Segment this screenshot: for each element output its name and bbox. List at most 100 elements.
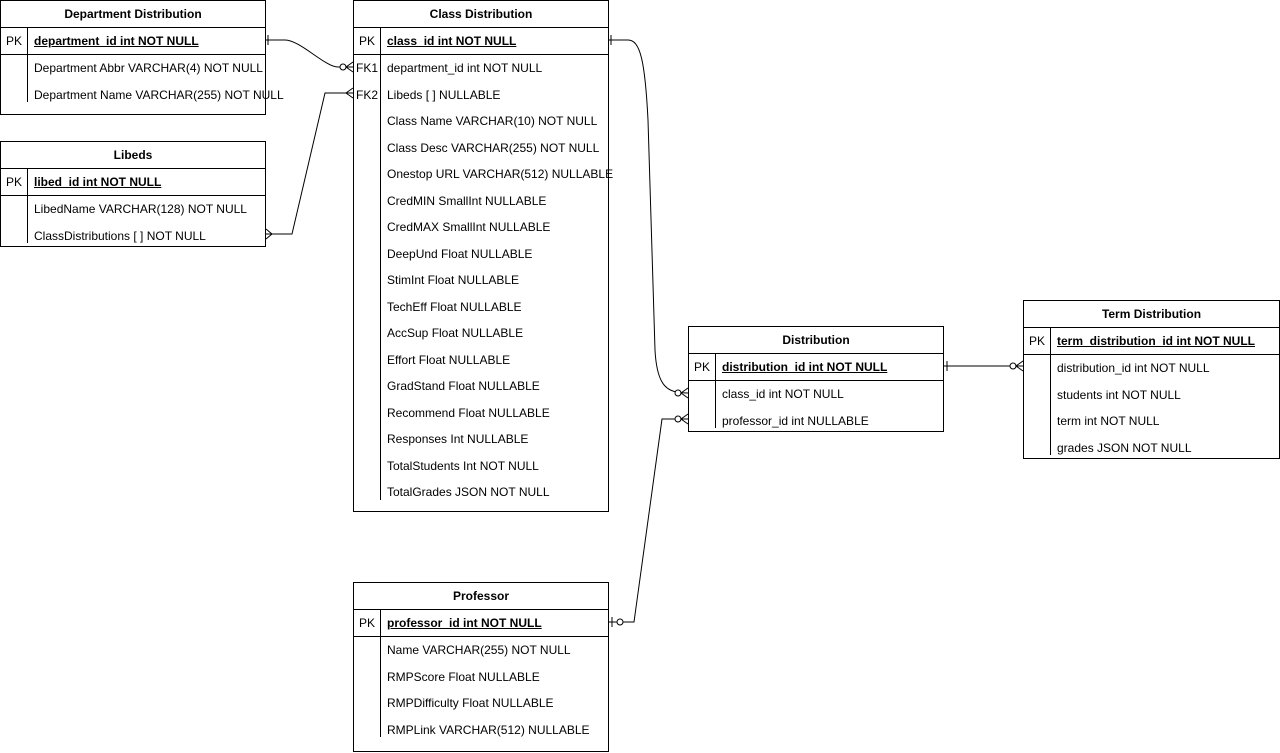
entity-distribution[interactable]: Distribution PK distribution_id int NOT … <box>688 326 944 432</box>
field-text: distribution_id int NOT NULL <box>1057 361 1210 375</box>
fk-label: FK2 <box>355 87 378 102</box>
fk-label: FK1 <box>355 61 378 75</box>
field-row[interactable]: RMPDifficulty Float NULLABLE <box>354 690 608 717</box>
field-text: LibedName VARCHAR(128) NOT NULL <box>34 202 247 216</box>
crow-foot-icon <box>345 61 354 73</box>
crow-foot-icon <box>680 413 689 425</box>
field-text: class_id int NOT NULL <box>722 387 844 401</box>
field-list: FK1 department_id int NOT NULL FK2 Libeds [… <box>354 55 613 506</box>
pk-field: department_id int NOT NULL <box>34 34 199 48</box>
field-row[interactable]: Department Abbr VARCHAR(4) NOT NULL <box>1 55 265 82</box>
crow-foot-icon <box>265 228 273 240</box>
field-text: RMPLink VARCHAR(512) NULLABLE <box>387 722 590 737</box>
crow-foot-icon <box>345 87 354 99</box>
field-text: Class Name VARCHAR(10) NOT NULL <box>387 114 598 128</box>
field-text: StimInt Float NULLABLE <box>387 273 520 287</box>
entity-term-distribution[interactable]: Term Distribution PK term_distribution_i… <box>1023 300 1280 459</box>
entity-professor[interactable]: Professor PK professor_id int NOT NULL N… <box>353 582 609 752</box>
field-row[interactable]: Recommend Float NULLABLE <box>354 400 608 427</box>
field-row[interactable]: TotalStudents Int NOT NULL <box>354 453 608 480</box>
field-text: CredMIN SmallInt NULLABLE <box>387 193 547 208</box>
crow-foot-icon <box>1015 360 1024 372</box>
field-text: Recommend Float NULLABLE <box>387 405 550 420</box>
field-row[interactable]: AccSup Float NULLABLE <box>354 320 608 347</box>
primary-key-row[interactable]: PK libed_id int NOT NULL <box>1 169 265 196</box>
field-text: RMPScore Float NULLABLE <box>387 669 540 684</box>
pk-field: distribution_id int NOT NULL <box>722 360 888 374</box>
field-text: department_id int NOT NULL <box>387 61 543 75</box>
field-row[interactable]: Class Name VARCHAR(10) NOT NULL <box>354 108 608 135</box>
pk-field: class_id int NOT NULL <box>387 34 517 48</box>
field-text: Libeds [ ] NULLABLE <box>387 87 501 102</box>
pk-label: PK <box>693 360 710 374</box>
entity-title: Department Distribution <box>1 1 265 28</box>
field-row[interactable]: CredMIN SmallInt NULLABLE <box>354 188 608 215</box>
field-text: Effort Float NULLABLE <box>387 352 511 367</box>
rel-professor-distribution[interactable] <box>609 418 688 623</box>
pk-field: professor_id int NOT NULL <box>387 616 542 630</box>
field-row[interactable]: RMPLink VARCHAR(512) NULLABLE <box>354 717 608 744</box>
pk-label: PK <box>358 34 375 48</box>
field-text: grades JSON NOT NULL <box>1057 440 1192 455</box>
field-row[interactable]: ClassDistributions [ ] NOT NULL <box>1 223 265 250</box>
entity-class-distribution[interactable]: Class Distribution PK class_id int NOT N… <box>353 0 613 512</box>
field-row[interactable]: FK1 department_id int NOT NULL <box>354 55 608 82</box>
field-list: LibedName VARCHAR(128) NOT NULL ClassDist… <box>1 196 265 249</box>
field-text: GradStand Float NULLABLE <box>387 379 540 393</box>
entity-title: Term Distribution <box>1024 301 1279 328</box>
field-list: class_id int NOT NULL professor_id int NU… <box>689 381 943 434</box>
entity-title: Distribution <box>689 327 943 354</box>
field-text: TotalStudents Int NOT NULL <box>387 458 539 473</box>
rel-libeds-class[interactable] <box>266 92 353 235</box>
entity-title: Class Distribution <box>354 1 608 28</box>
field-row[interactable]: class_id int NOT NULL <box>689 381 943 408</box>
field-text: Class Desc VARCHAR(255) NOT NULL <box>387 140 600 155</box>
field-row[interactable]: TotalGrades JSON NOT NULL <box>354 479 608 506</box>
field-row[interactable]: professor_id int NULLABLE <box>689 408 943 435</box>
field-row[interactable]: Effort Float NULLABLE <box>354 347 608 374</box>
field-text: RMPDifficulty Float NULLABLE <box>387 696 554 710</box>
entity-title: Professor <box>354 583 608 610</box>
field-text: ClassDistributions [ ] NOT NULL <box>34 228 206 243</box>
entity-title: Libeds <box>1 142 265 169</box>
field-row[interactable]: FK2 Libeds [ ] NULLABLE <box>354 82 608 109</box>
rel-department-class[interactable] <box>266 39 353 68</box>
field-row[interactable]: Responses Int NULLABLE <box>354 426 608 453</box>
zero-marker-icon <box>616 618 624 626</box>
rel-class-distribution[interactable] <box>609 39 689 394</box>
field-row[interactable]: grades JSON NOT NULL <box>1024 435 1279 462</box>
primary-key-row[interactable]: PK professor_id int NOT NULL <box>354 610 608 637</box>
field-row[interactable]: GradStand Float NULLABLE <box>354 373 608 400</box>
entity-libeds[interactable]: Libeds PK libed_id int NOT NULL LibedNam… <box>0 141 266 247</box>
field-text: Onestop URL VARCHAR(512) NULLABLE <box>387 167 614 181</box>
field-row[interactable]: term int NOT NULL <box>1024 408 1279 435</box>
field-row[interactable]: DeepUnd Float NULLABLE <box>354 241 608 268</box>
field-row[interactable]: Department Name VARCHAR(255) NOT NULL <box>1 82 284 109</box>
field-row[interactable]: distribution_id int NOT NULL <box>1024 355 1279 382</box>
field-row[interactable]: RMPScore Float NULLABLE <box>354 664 608 691</box>
field-text: DeepUnd Float NULLABLE <box>387 246 533 261</box>
field-row[interactable]: Onestop URL VARCHAR(512) NULLABLE <box>354 161 613 188</box>
pk-label: PK <box>5 34 22 48</box>
zero-marker-icon <box>674 389 682 397</box>
primary-key-row[interactable]: PK department_id int NOT NULL <box>1 28 265 55</box>
field-row[interactable]: LibedName VARCHAR(128) NOT NULL <box>1 196 265 223</box>
zero-marker-icon <box>1009 362 1017 370</box>
field-text: AccSup Float NULLABLE <box>387 326 524 340</box>
entity-department-distribution[interactable]: Department Distribution PK department_id… <box>0 0 284 115</box>
primary-key-row[interactable]: PK distribution_id int NOT NULL <box>689 354 943 381</box>
field-row[interactable]: StimInt Float NULLABLE <box>354 267 608 294</box>
field-text: Name VARCHAR(255) NOT NULL <box>387 643 571 657</box>
field-row[interactable]: Class Desc VARCHAR(255) NOT NULL <box>354 135 608 162</box>
primary-key-row[interactable]: PK term_distribution_id int NOT NULL <box>1024 328 1279 355</box>
field-row[interactable]: CredMAX SmallInt NULLABLE <box>354 214 608 241</box>
field-row[interactable]: TechEff Float NULLABLE <box>354 294 608 321</box>
field-text: Responses Int NULLABLE <box>387 432 529 446</box>
field-row[interactable]: Name VARCHAR(255) NOT NULL <box>354 637 608 664</box>
field-text: Department Name VARCHAR(255) NOT NULL <box>34 87 284 102</box>
field-row[interactable]: students int NOT NULL <box>1024 382 1279 409</box>
field-text: TotalGrades JSON NOT NULL <box>387 485 550 499</box>
primary-key-row[interactable]: PK class_id int NOT NULL <box>354 28 608 55</box>
crow-foot-icon <box>680 387 689 399</box>
